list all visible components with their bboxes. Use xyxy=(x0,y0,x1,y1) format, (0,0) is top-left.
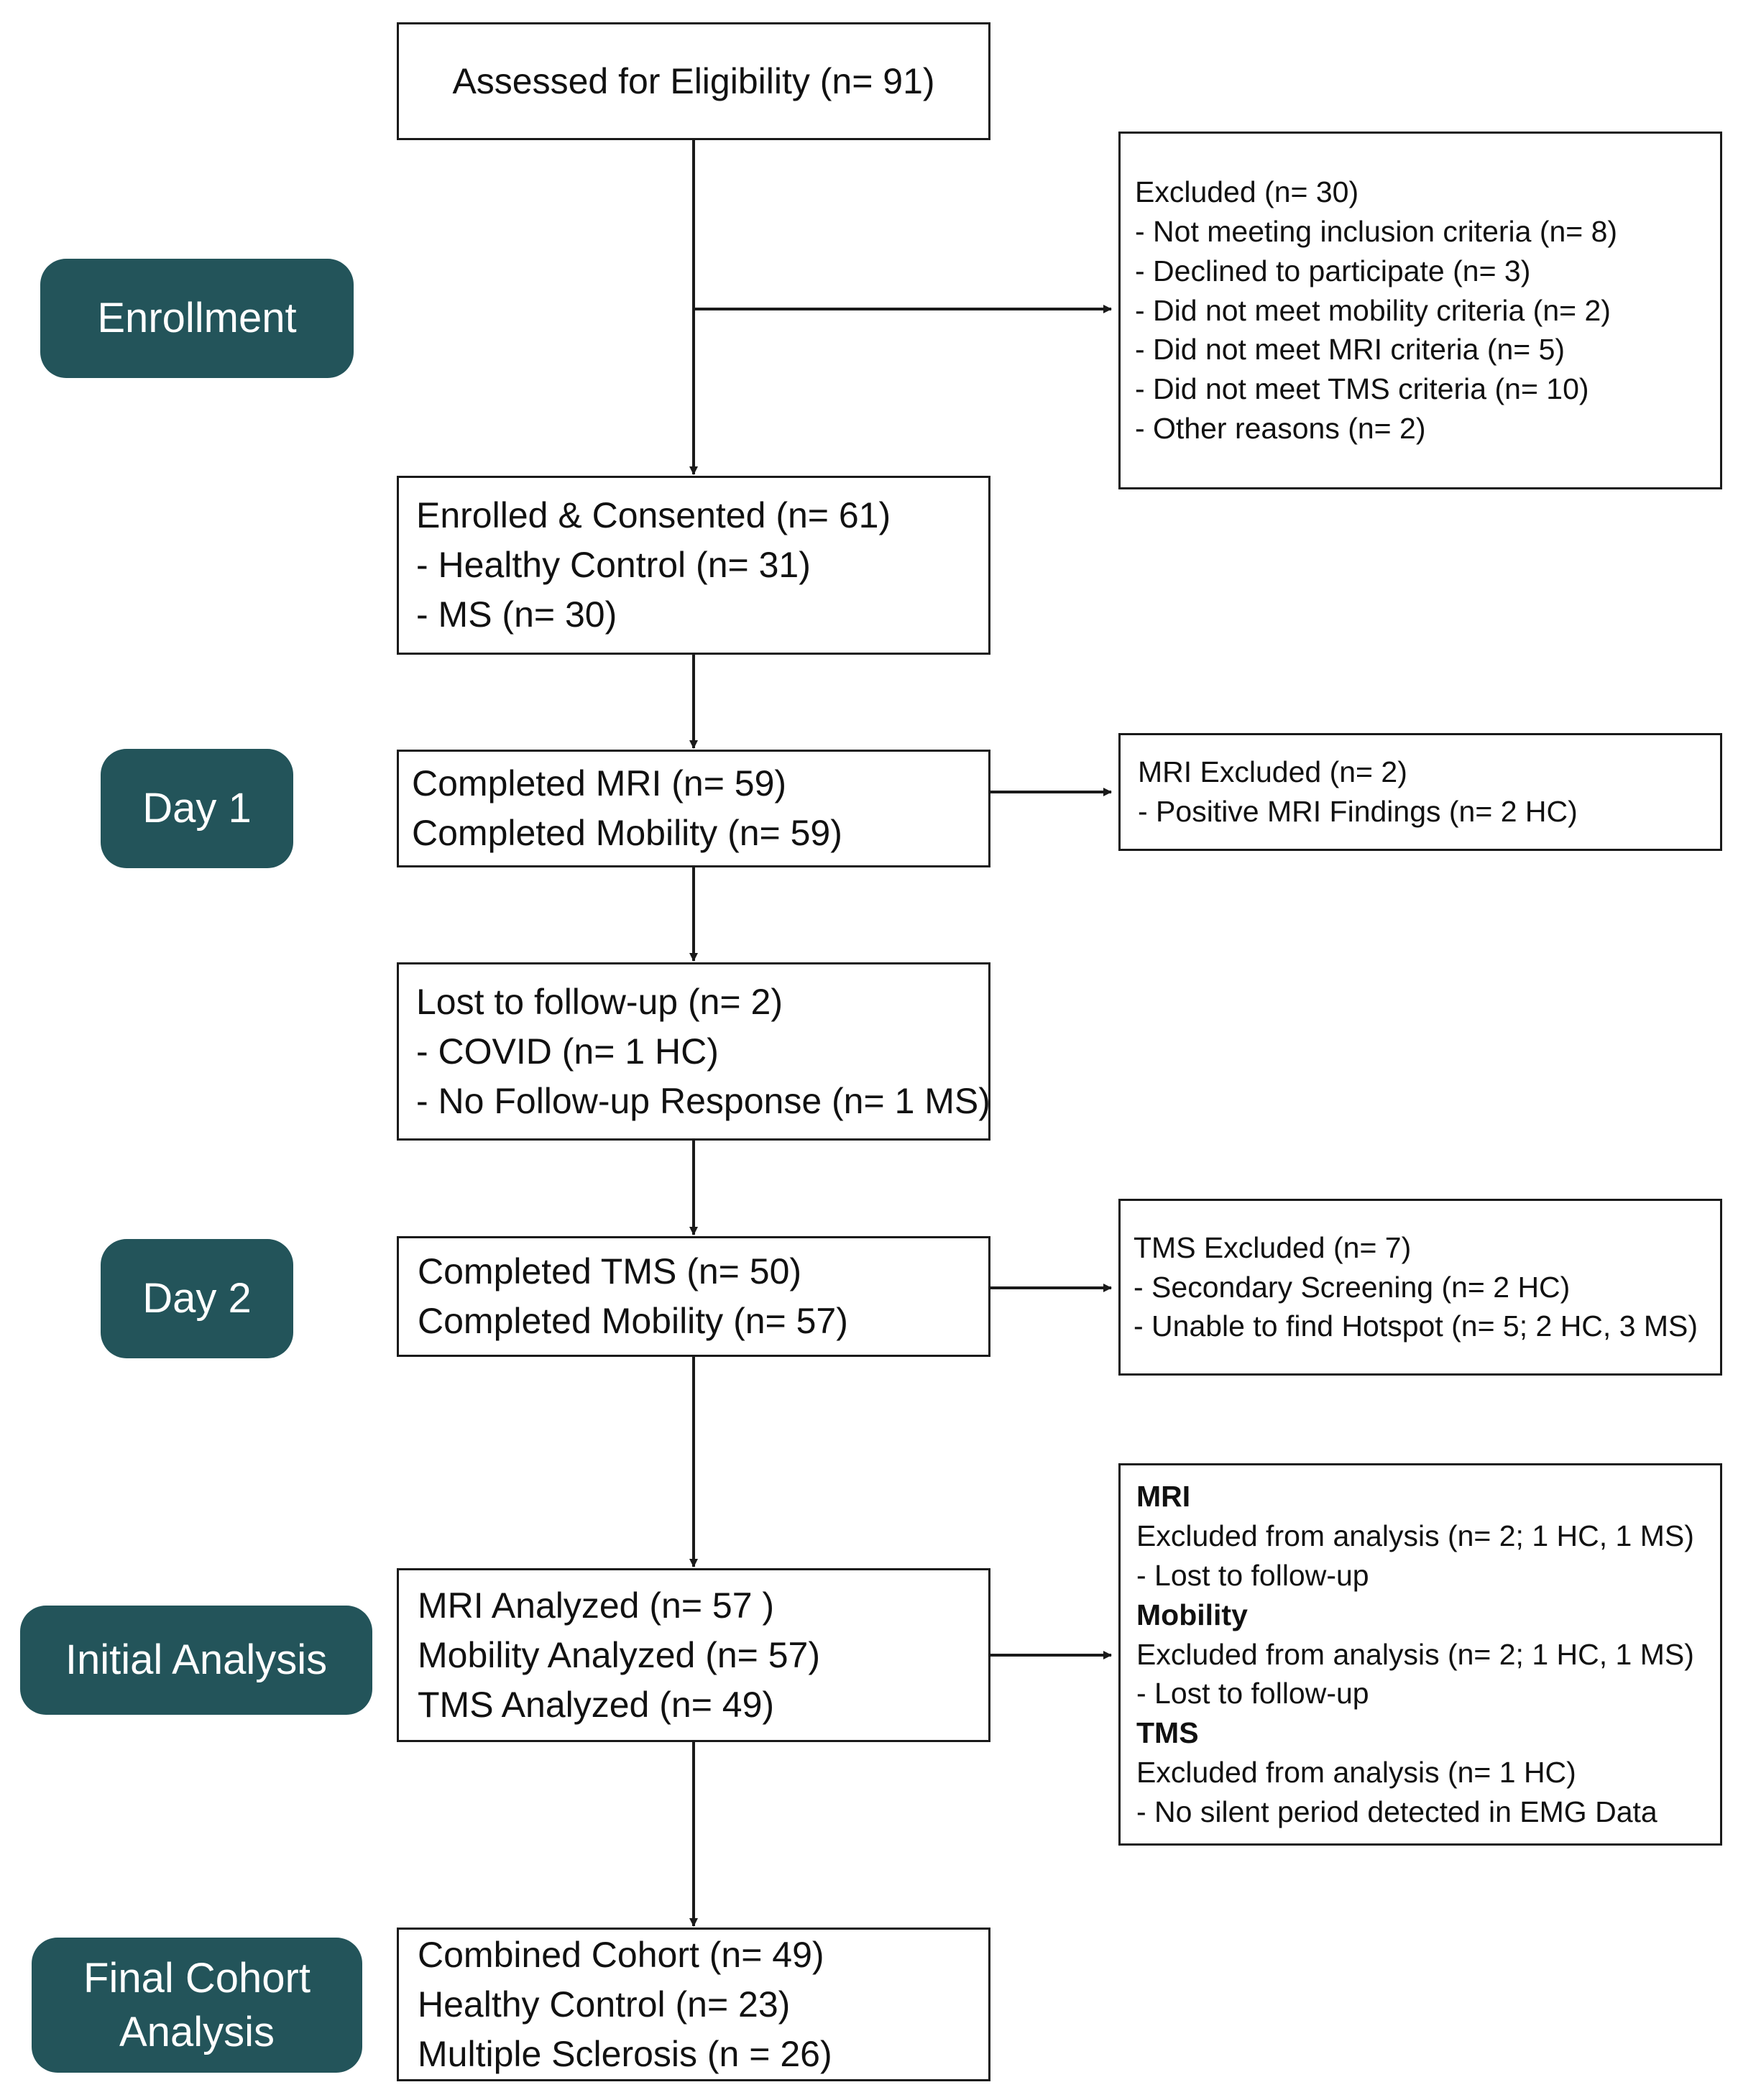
analysis-excluded-box-line-5: Excluded from analysis (n= 2; 1 HC, 1 MS… xyxy=(1136,1637,1694,1671)
analysis-excluded-box-line-6: - Lost to follow-up xyxy=(1136,1677,1369,1710)
mri-excluded-box-line-2: - Positive MRI Findings (n= 2 HC) xyxy=(1138,795,1578,828)
assessed-box: Assessed for Eligibility (n= 91) xyxy=(397,22,990,140)
enrolled-box: Enrolled & Consented (n= 61) - Healthy Co… xyxy=(397,476,990,655)
lost-to-follow-up-box: Lost to follow-up (n= 2) - COVID (n= 1 HC… xyxy=(397,962,990,1141)
day2-box: Completed TMS (n= 50) Completed Mobility … xyxy=(397,1236,990,1357)
excluded-box-line-3: - Declined to participate (n= 3) xyxy=(1135,254,1531,287)
tms-excluded-box-line-2: - Secondary Screening (n= 2 HC) xyxy=(1134,1270,1571,1304)
excluded-box-line-1: Excluded (n= 30) xyxy=(1135,175,1359,208)
stage-final-cohort-analysis-line-1: Final Cohort xyxy=(83,1954,311,2002)
stage-final-cohort-analysis-line-2: Analysis xyxy=(119,2009,275,2055)
day1-box: Completed MRI (n= 59) Completed Mobility … xyxy=(397,750,990,867)
tms-excluded-box-line-1: TMS Excluded (n= 7) xyxy=(1134,1230,1412,1264)
lost-to-follow-up-box-line-2: - COVID (n= 1 HC) xyxy=(416,1031,719,1072)
stage-day-1-line-1: Day 1 xyxy=(142,785,252,832)
excluded-box-line-7: - Other reasons (n= 2) xyxy=(1135,412,1426,446)
enrolled-box-line-3: - MS (n= 30) xyxy=(416,594,617,635)
tms-excluded-box-line-3: - Unable to find Hotspot (n= 5; 2 HC, 3 … xyxy=(1134,1309,1698,1343)
analyzed-box: MRI Analyzed (n= 57 ) Mobility Analyzed (… xyxy=(397,1568,990,1742)
analysis-excluded-box-line-3: - Lost to follow-up xyxy=(1136,1558,1369,1592)
excluded-box-line-4: - Did not meet mobility criteria (n= 2) xyxy=(1135,293,1611,327)
stage-initial-analysis: Initial Analysis xyxy=(20,1606,372,1715)
analysis-excluded-box-line-8: Excluded from analysis (n= 1 HC) xyxy=(1136,1756,1576,1790)
stage-day-2-line-1: Day 2 xyxy=(142,1275,252,1322)
day2-box-line-1: Completed TMS (n= 50) xyxy=(418,1251,802,1291)
analysis-excluded-box-line-2: Excluded from analysis (n= 2; 1 HC, 1 MS… xyxy=(1136,1519,1694,1552)
stage-enrollment: Enrollment xyxy=(40,259,354,378)
final-cohort-box: Combined Cohort (n= 49) Healthy Control (… xyxy=(397,1928,990,2081)
tms-excluded-box: TMS Excluded (n= 7) - Secondary Screening… xyxy=(1118,1199,1722,1376)
assessed-box-line-1: Assessed for Eligibility (n= 91) xyxy=(452,60,935,101)
enrolled-box-line-2: - Healthy Control (n= 31) xyxy=(416,545,811,585)
analyzed-box-line-3: TMS Analyzed (n= 49) xyxy=(418,1684,775,1725)
excluded-box-line-5: - Did not meet MRI criteria (n= 5) xyxy=(1135,333,1565,367)
analysis-excluded-box: MRI Excluded from analysis (n= 2; 1 HC, 1… xyxy=(1118,1463,1722,1846)
lost-to-follow-up-box-line-3: - No Follow-up Response (n= 1 MS) xyxy=(416,1080,990,1121)
stage-enrollment-line-1: Enrollment xyxy=(97,295,297,342)
lost-to-follow-up-box-line-1: Lost to follow-up (n= 2) xyxy=(416,981,783,1022)
final-cohort-box-line-3: Multiple Sclerosis (n = 26) xyxy=(418,2033,832,2074)
analysis-excluded-box-line-4: Mobility xyxy=(1136,1598,1248,1631)
mri-excluded-box: MRI Excluded (n= 2) - Positive MRI Findin… xyxy=(1118,733,1722,851)
stage-day-1: Day 1 xyxy=(101,749,293,868)
final-cohort-box-line-2: Healthy Control (n= 23) xyxy=(418,1984,791,2025)
analysis-excluded-box-line-1: MRI xyxy=(1136,1479,1191,1513)
excluded-box: Excluded (n= 30) - Not meeting inclusion … xyxy=(1118,132,1722,489)
enrolled-box-line-1: Enrolled & Consented (n= 61) xyxy=(416,495,891,535)
analyzed-box-line-1: MRI Analyzed (n= 57 ) xyxy=(418,1585,775,1626)
day2-box-line-2: Completed Mobility (n= 57) xyxy=(418,1301,848,1341)
stage-initial-analysis-line-1: Initial Analysis xyxy=(65,1636,328,1684)
analyzed-box-line-2: Mobility Analyzed (n= 57) xyxy=(418,1634,821,1675)
analysis-excluded-box-line-9: - No silent period detected in EMG Data xyxy=(1136,1795,1657,1829)
stage-day-2: Day 2 xyxy=(101,1239,293,1358)
day1-box-line-1: Completed MRI (n= 59) xyxy=(412,763,787,803)
mri-excluded-box-line-1: MRI Excluded (n= 2) xyxy=(1138,755,1407,789)
excluded-box-line-2: - Not meeting inclusion criteria (n= 8) xyxy=(1135,214,1618,248)
final-cohort-box-line-1: Combined Cohort (n= 49) xyxy=(418,1934,824,1975)
day1-box-line-2: Completed Mobility (n= 59) xyxy=(412,813,842,853)
excluded-box-line-6: - Did not meet TMS criteria (n= 10) xyxy=(1135,372,1589,406)
analysis-excluded-box-line-7: TMS xyxy=(1136,1716,1199,1750)
